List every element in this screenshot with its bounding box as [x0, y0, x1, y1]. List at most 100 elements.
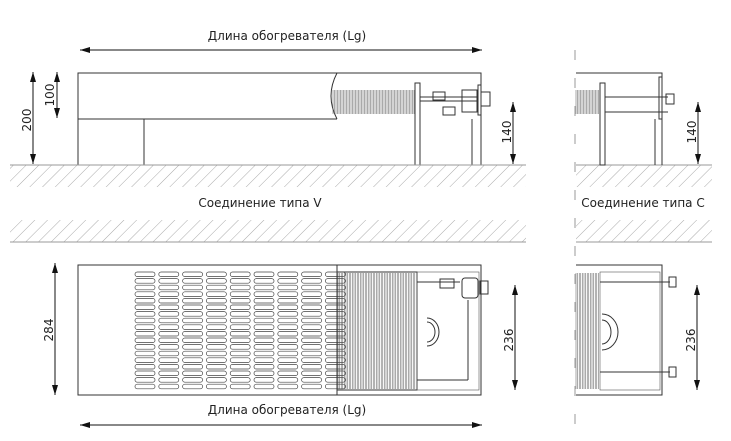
grille-slot [134, 337, 156, 343]
grille-slot [206, 291, 227, 297]
grille-slot [229, 357, 251, 363]
grille-slot [229, 317, 251, 324]
grille-slot [229, 383, 251, 390]
height-dimension-200: 200 [20, 72, 36, 164]
grille-slot [253, 357, 275, 363]
side-view-connection-v [77, 72, 491, 166]
width-label-236-c: 236 [684, 329, 698, 352]
grille-slot [158, 357, 180, 363]
grille-slot [325, 357, 346, 363]
grille-slot [253, 344, 275, 350]
grille-slot [253, 370, 275, 376]
grille-slot [277, 324, 299, 330]
grille-slot [229, 364, 251, 370]
grille-slot [325, 337, 346, 343]
grille-slot [158, 337, 180, 343]
grille-slot [134, 377, 156, 383]
grille-slot [229, 337, 251, 343]
grille-slot [277, 298, 299, 304]
grille-slot [277, 331, 299, 337]
grille-slot [134, 331, 156, 337]
grille-slot [253, 311, 275, 317]
grille-slot [206, 383, 227, 390]
grille-slot [301, 331, 322, 337]
grille-slot [325, 370, 346, 376]
grille-slot [325, 271, 346, 277]
grille-slot [325, 331, 346, 337]
grille-slot [158, 298, 180, 304]
connection-type-c-label: Соединение типа C [581, 196, 704, 210]
grille-slot [158, 350, 180, 357]
height-dimension-140-c: 140 [685, 102, 701, 164]
grille-slot [206, 278, 227, 284]
grille-slot [277, 377, 299, 383]
grille-slot [301, 370, 322, 376]
height-label-200: 200 [20, 109, 34, 132]
height-label-140-v: 140 [500, 121, 514, 144]
width-dimension-236-c: 236 [684, 285, 700, 390]
grille-slot [301, 337, 322, 343]
grille-slot [206, 337, 227, 343]
grille-slot [158, 364, 180, 370]
width-label-284: 284 [42, 319, 56, 342]
grille-slot [206, 311, 227, 317]
grille-slot [182, 331, 203, 337]
grille-slot [253, 337, 275, 343]
grille-slot [206, 364, 227, 370]
width-dimension-284: 284 [42, 263, 58, 395]
grille-slot [229, 350, 251, 357]
grille-slot [182, 284, 203, 291]
grille-slot [301, 357, 322, 363]
grille-slot [229, 324, 251, 330]
length-label-bottom: Длина обогревателя (Lg) [208, 403, 366, 417]
grille-slot [325, 364, 346, 370]
grille-slot [182, 357, 203, 363]
grille-slot [301, 350, 322, 357]
grille-slot [158, 331, 180, 337]
grille-slot [277, 271, 299, 277]
grille-slot [229, 278, 251, 284]
grille-slot [301, 364, 322, 370]
grille-slot [206, 344, 227, 350]
grille-slot [206, 304, 227, 310]
grille-slot [301, 324, 322, 330]
grille-slot [206, 271, 227, 277]
grille-slot [253, 278, 275, 284]
grille-slot [134, 284, 156, 291]
grille-slot [158, 377, 180, 383]
grille-slot [325, 304, 346, 310]
grille-slot [206, 324, 227, 330]
grille-slot [182, 344, 203, 350]
grille-slot [229, 284, 251, 291]
grille-slot [325, 311, 346, 317]
grille-slot [206, 357, 227, 363]
grille-slot [134, 364, 156, 370]
grille-slot [229, 291, 251, 297]
grille-slot [182, 317, 203, 324]
grille-slot [277, 364, 299, 370]
grille-slot [301, 298, 322, 304]
grille-slot [277, 337, 299, 343]
grille-slot [325, 344, 346, 350]
grille-slot [253, 364, 275, 370]
grille-slot [229, 271, 251, 277]
grille-slot [182, 311, 203, 317]
grille-slot [229, 311, 251, 317]
grille-slot [182, 298, 203, 304]
length-dimension-bottom: Длина обогревателя (Lg) [80, 403, 482, 428]
grille-slot [253, 291, 275, 297]
grille-slot [325, 383, 346, 390]
grille-slot [301, 278, 322, 284]
grille-slots [134, 271, 346, 390]
grille-slot [182, 364, 203, 370]
width-dimension-236-v: 236 [502, 285, 518, 390]
floor-hatch [10, 164, 712, 243]
grille-slot [158, 311, 180, 317]
grille-slot [134, 370, 156, 376]
length-label-top: Длина обогревателя (Lg) [208, 29, 366, 43]
grille-slot [301, 291, 322, 297]
grille-slot [134, 357, 156, 363]
grille-slot [134, 278, 156, 284]
grille-slot [158, 317, 180, 324]
